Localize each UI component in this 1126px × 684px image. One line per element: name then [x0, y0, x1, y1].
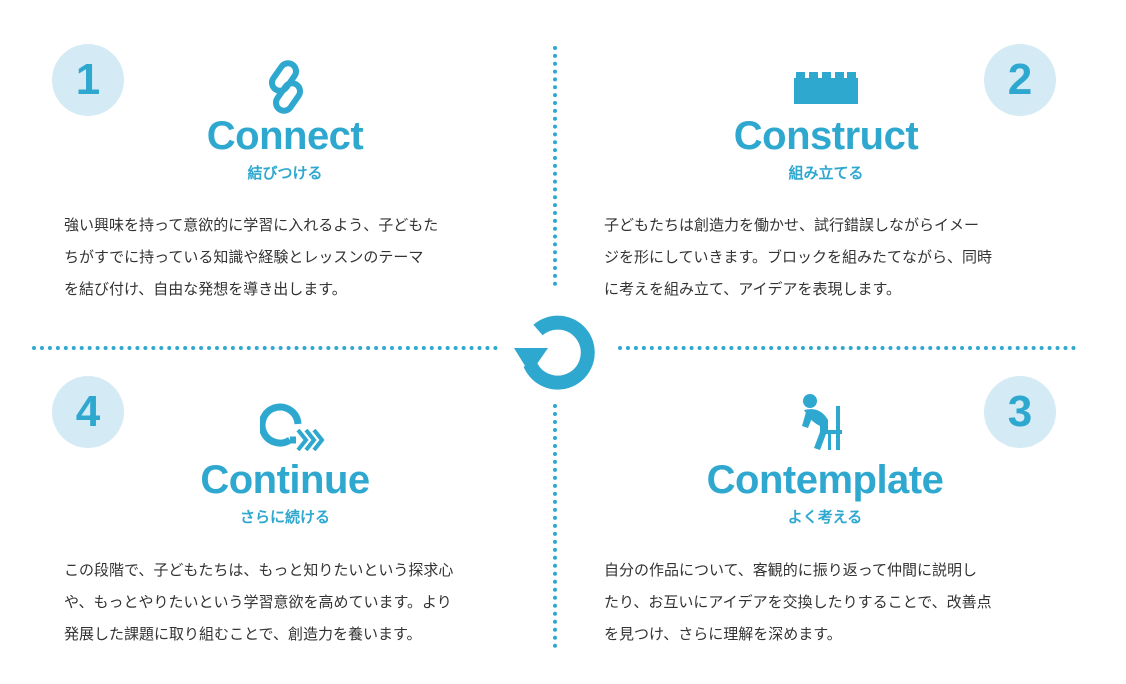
step-subtitle-construct: 組み立てる [788, 164, 864, 182]
description-line: ジを形にしていきます。ブロックを組みたてながら、同時 [604, 248, 993, 266]
description-line: たり、お互いにアイデアを交換したりすることで、改善点 [604, 593, 992, 611]
description-line: この段階で、子どもたちは、もっと知りたいという探求心 [64, 561, 454, 579]
step-description-contemplate: 自分の作品について、客観的に振り返って仲間に説明し たり、お互いにアイデアを交換… [604, 554, 992, 650]
description-line: に考えを組み立て、アイデアを表現します。 [604, 280, 902, 298]
lego-brick-icon [794, 68, 858, 106]
divider-vertical-bottom [553, 404, 557, 648]
description-line: 強い興味を持って意欲的に学習に入れるよう、子どもた [64, 216, 439, 234]
description-line: ちがすでに持っている知識や経験とレッスンのテーマ [64, 248, 424, 266]
step-number-1: 1 [52, 44, 124, 116]
divider-horizontal-left [32, 346, 498, 350]
cycle-arrow-icon [508, 308, 600, 392]
step-title-continue: Continue [200, 458, 370, 502]
chain-link-icon [262, 60, 310, 116]
step-title-contemplate: Contemplate [706, 458, 944, 502]
forward-cycle-icon [258, 400, 332, 454]
step-description-construct: 子どもたちは創造力を働かせ、試行錯誤しながらイメー ジを形にしていきます。ブロッ… [604, 209, 992, 305]
step-title-construct: Construct [733, 114, 919, 158]
step-number-4: 4 [52, 376, 124, 448]
description-line: や、もっとやりたいという学習意欲を高めています。より [64, 593, 452, 611]
step-title-connect: Connect [206, 114, 364, 158]
description-line: を結び付け、自由な発想を導き出します。 [64, 280, 347, 298]
description-line: 子どもたちは創造力を働かせ、試行錯誤しながらイメー [604, 216, 980, 234]
thinking-person-icon [798, 392, 854, 452]
description-line: 自分の作品について、客観的に振り返って仲間に説明し [604, 561, 978, 579]
step-subtitle-connect: 結びつける [247, 164, 323, 182]
step-number-3: 3 [984, 376, 1056, 448]
step-subtitle-continue: さらに続ける [239, 508, 330, 526]
step-description-connect: 強い興味を持って意欲的に学習に入れるよう、子どもた ちがすでに持っている知識や経… [64, 209, 438, 305]
divider-vertical-top [553, 46, 557, 286]
divider-horizontal-right [618, 346, 1076, 350]
description-line: 発展した課題に取り組むことで、創造力を養います。 [64, 625, 422, 643]
step-subtitle-contemplate: よく考える [787, 508, 863, 526]
step-number-2: 2 [984, 44, 1056, 116]
description-line: を見つけ、さらに理解を深めます。 [604, 625, 842, 643]
step-description-continue: この段階で、子どもたちは、もっと知りたいという探求心 や、もっとやりたいという学… [64, 554, 453, 650]
